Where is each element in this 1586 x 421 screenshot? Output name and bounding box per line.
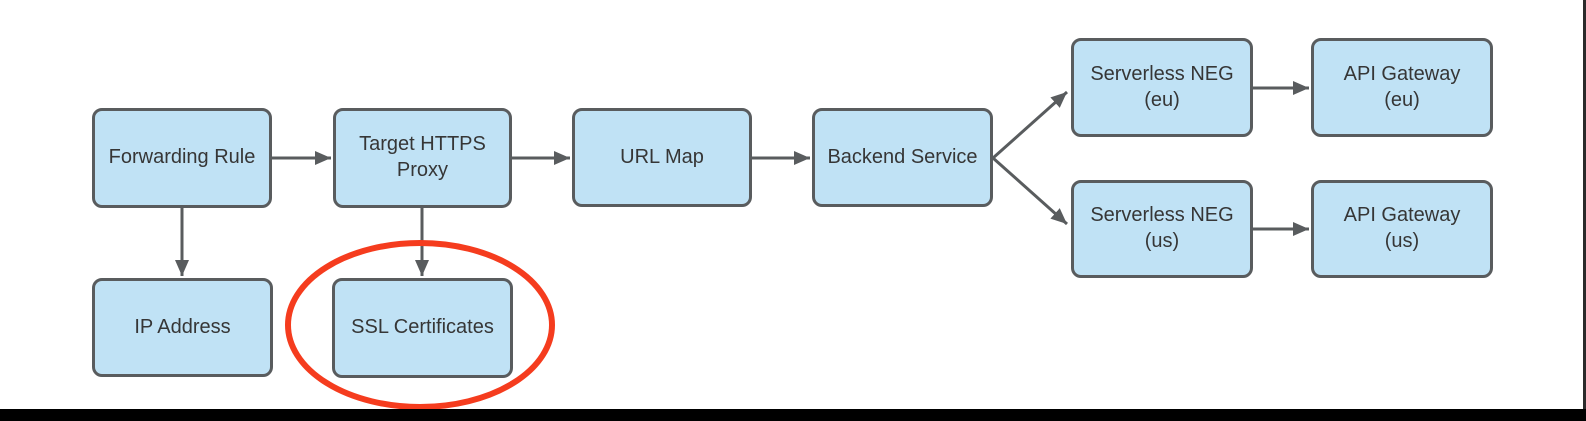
node-backend-service: Backend Service [812,108,993,207]
node-api-gateway-eu-label: API Gateway (eu) [1343,62,1461,111]
node-target-https-proxy-label: Target HTTPS Proxy [359,133,486,181]
node-serverless-neg-eu: Serverless NEG (eu) [1071,38,1253,137]
node-serverless-neg-us-label: Serverless NEG (us) [1090,204,1234,252]
node-api-gateway-us: API Gateway (us) [1311,180,1493,278]
node-url-map: URL Map [572,108,752,207]
node-target-https-proxy: Target HTTPS Proxy [333,108,512,208]
node-ssl-certificates-label: SSL Certificates [351,316,494,339]
window-right-edge-line [1583,0,1586,421]
node-ip-address-label: IP Address [134,315,231,338]
node-serverless-neg-eu-label: Serverless NEG (eu) [1090,62,1234,111]
node-serverless-neg-us: Serverless NEG (us) [1071,180,1253,278]
node-ip-address: IP Address [92,278,273,377]
node-api-gateway-us-label: API Gateway (us) [1343,204,1461,252]
bottom-black-bar [0,409,1586,421]
node-url-map-label: URL Map [620,145,704,168]
edge-backend-service-to-serverless-neg-us [992,156,1068,226]
edge-backend-service-to-serverless-neg-eu [992,90,1068,160]
node-ssl-certificates: SSL Certificates [332,278,513,378]
node-forwarding-rule: Forwarding Rule [92,108,272,208]
node-forwarding-rule-label: Forwarding Rule [108,146,256,169]
node-backend-service-label: Backend Service [827,145,978,168]
node-api-gateway-eu: API Gateway (eu) [1311,38,1493,137]
